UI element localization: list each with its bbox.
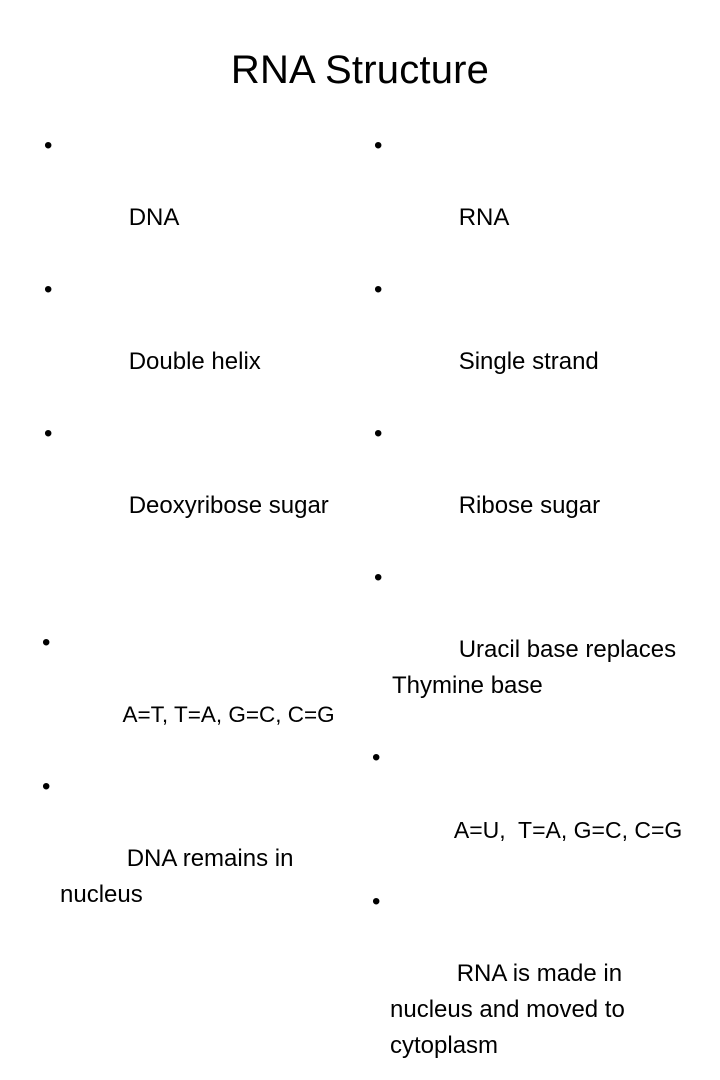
bullet-icon: • [374,564,383,591]
dna-pairing-list: • A=T, T=A, G=C, C=G • DNA remains in nu… [36,625,366,949]
dna-properties-list: • DNA • Double helix • Deoxyribose sugar [36,128,366,560]
list-item: • RNA [366,128,696,272]
page-title: RNA Structure [230,48,490,92]
slide-canvas: RNA Structure • DNA • Double helix • Deo… [42,48,683,1059]
list-item-label: RNA is made in nucleus and moved to cyto… [390,960,632,1059]
bullet-icon: • [44,132,53,159]
bullet-icon: • [374,132,383,159]
bullet-icon: • [372,744,381,771]
list-item-label: Single strand [458,348,599,375]
bullet-icon: • [42,773,51,800]
list-item: • Single strand [366,272,696,416]
rna-pairing-list: • A=U, T=A, G=C, C=G • RNA is made in nu… [366,740,696,1080]
bullet-icon: • [44,420,53,447]
list-item-label: Deoxyribose sugar [128,492,329,519]
list-item-label: DNA remains in nucleus [60,845,301,908]
list-item: • A=U, T=A, G=C, C=G [366,740,696,884]
rna-properties-list: • RNA • Single strand • Ribose sugar • U… [366,128,696,740]
list-item: • DNA remains in nucleus [36,769,366,949]
list-item-label: DNA [128,204,180,231]
list-item-label: A=T, T=A, G=C, C=G [122,702,335,727]
list-item-label: Ribose sugar [458,492,601,519]
dna-column: • DNA • Double helix • Deoxyribose sugar… [36,128,366,949]
list-item: • Deoxyribose sugar [36,416,366,560]
bullet-icon: • [372,888,381,915]
bullet-icon: • [42,629,51,656]
bullet-icon: • [44,276,53,303]
bullet-icon: • [374,276,383,303]
rna-column: • RNA • Single strand • Ribose sugar • U… [366,128,696,1080]
list-item: • RNA is made in nucleus and moved to cy… [366,884,696,1080]
list-item: • Double helix [36,272,366,416]
bullet-icon: • [374,420,383,447]
list-item: • Ribose sugar [366,416,696,560]
list-item-label: RNA [458,204,510,231]
list-item-label: A=U, T=A, G=C, C=G [453,817,683,843]
list-item: • A=T, T=A, G=C, C=G [36,625,366,769]
list-item: • DNA [36,128,366,272]
list-item: • Uracil base replaces Thymine base [366,560,696,740]
list-item-label: Double helix [128,348,261,375]
list-item-label: Uracil base replaces Thymine base [392,636,683,699]
